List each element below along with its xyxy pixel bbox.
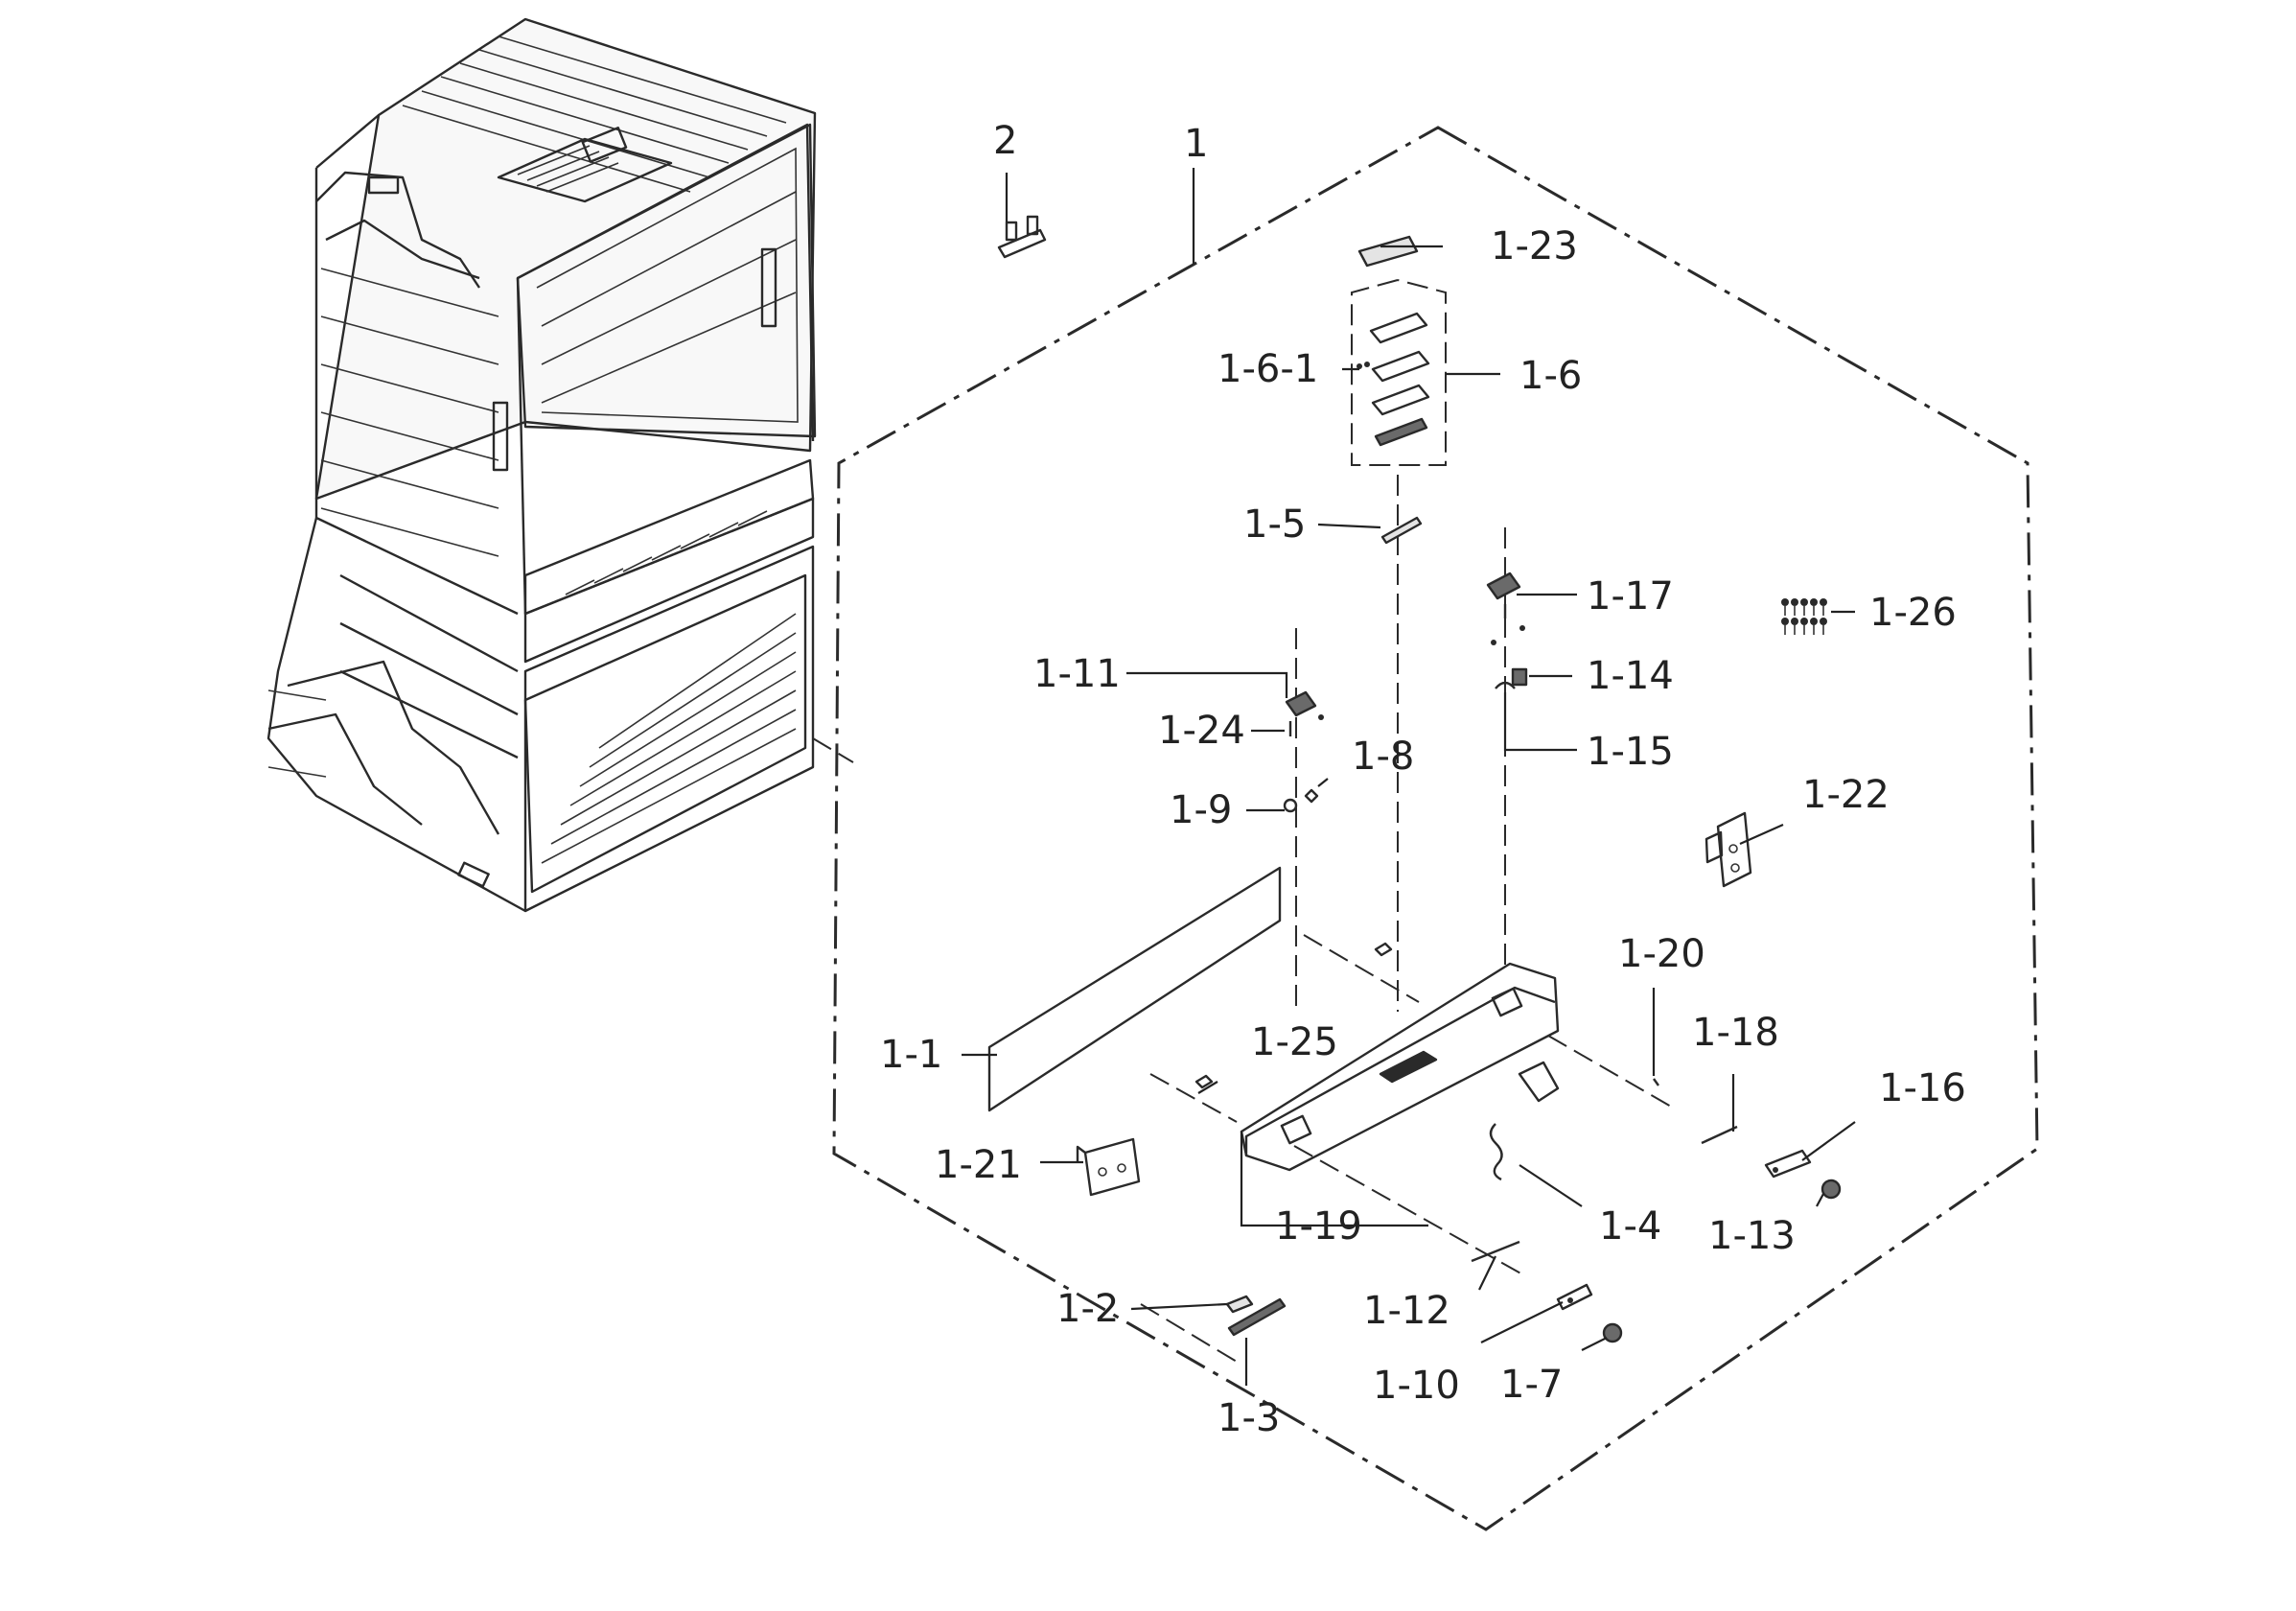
callout-1-23: 1-23	[1491, 224, 1578, 268]
callout-1-14: 1-14	[1587, 654, 1674, 698]
part-1-20-pin	[1653, 1078, 1659, 1086]
refrigerator-cabinet-illustration	[267, 17, 854, 913]
callout-1-17: 1-17	[1587, 574, 1674, 619]
callout-1-3: 1-3	[1218, 1396, 1280, 1440]
part-1-15-pin	[1495, 681, 1516, 689]
part-1-22-hinge-plate	[1705, 811, 1752, 888]
part-1-18-rod	[1701, 1125, 1738, 1145]
part-1-9-cam	[1283, 798, 1298, 813]
part-1-11-bracket	[1285, 690, 1324, 720]
callout-1-1: 1-1	[880, 1033, 942, 1077]
callout-1: 1	[1184, 122, 1208, 166]
callout-1-6: 1-6	[1519, 354, 1582, 398]
parts	[987, 215, 1842, 1343]
assembly-1-boundary	[832, 126, 2039, 1531]
part-2-bracket	[997, 215, 1047, 259]
callout-1-25: 1-25	[1251, 1020, 1338, 1064]
part-1-10-hinge	[1556, 1283, 1593, 1311]
leader-lines	[962, 168, 1856, 1386]
callout-1-19: 1-19	[1275, 1204, 1362, 1249]
part-1-26-screws	[1781, 598, 1827, 635]
part-1-3-strip	[1227, 1297, 1287, 1337]
callout-1-2: 1-2	[1056, 1287, 1119, 1331]
part-1-6-group	[1351, 279, 1447, 466]
callout-2: 2	[993, 119, 1017, 163]
callout-1-12: 1-12	[1363, 1289, 1450, 1333]
part-1-21-bracket	[1076, 1137, 1141, 1197]
callout-1-6-1: 1-6-1	[1218, 347, 1318, 391]
assembly-axes	[1140, 475, 1674, 1363]
part-1-1-gasket	[987, 866, 1282, 1112]
callout-1-5: 1-5	[1243, 502, 1306, 547]
callout-1-24: 1-24	[1158, 709, 1245, 753]
callout-1-21: 1-21	[935, 1143, 1022, 1187]
callout-1-11: 1-11	[1033, 652, 1121, 696]
callout-1-7: 1-7	[1500, 1363, 1563, 1407]
callout-1-20: 1-20	[1618, 932, 1705, 976]
callout-1-9: 1-9	[1170, 788, 1232, 832]
part-1-7-cap	[1602, 1322, 1623, 1343]
part-1-2-pad	[1225, 1295, 1254, 1314]
part-1-12-rod	[1471, 1240, 1520, 1263]
part-1-17-latch	[1486, 572, 1521, 619]
callout-1-13: 1-13	[1708, 1214, 1796, 1258]
part-1-4-wire	[1489, 1123, 1503, 1181]
part-1-5-strip	[1380, 516, 1423, 545]
callout-1-22: 1-22	[1802, 773, 1890, 817]
callout-1-16: 1-16	[1879, 1066, 1966, 1110]
part-1-16-hinge	[1764, 1149, 1812, 1179]
part-1-19-frame	[1240, 962, 1560, 1172]
part-1-8-spring	[1304, 788, 1319, 804]
part-1-23-cover	[1357, 235, 1419, 268]
callout-1-26: 1-26	[1869, 591, 1957, 635]
callout-labels: 2 1 1-23 1-6-1 1-6 1-5 1-17 1-26 1-11 1-…	[880, 119, 1966, 1440]
part-1-13-cap	[1821, 1179, 1842, 1200]
callout-1-8: 1-8	[1352, 735, 1414, 779]
part-1-25-clip	[1194, 942, 1393, 1089]
callout-1-18: 1-18	[1692, 1011, 1779, 1055]
callout-1-10: 1-10	[1373, 1364, 1460, 1408]
callout-1-4: 1-4	[1599, 1204, 1661, 1249]
callout-1-15: 1-15	[1587, 730, 1674, 774]
part-1-14-clip	[1491, 625, 1528, 687]
